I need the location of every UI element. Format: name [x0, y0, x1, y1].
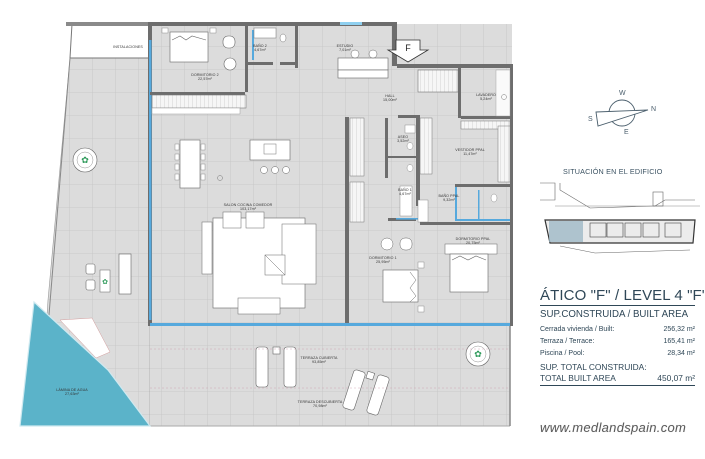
compass-icon: W N S E [588, 90, 656, 136]
area-label: Terraza / Terrace: [540, 338, 595, 345]
building-location-diagram [540, 182, 700, 254]
south-terrace [150, 326, 510, 426]
total-label-es: SUP. TOTAL CONSTRUIDA: [540, 362, 647, 372]
situacion-title: SITUACIÓN EN EL EDIFICIO [563, 167, 663, 176]
area-label: Cerrada vivienda / Built: [540, 326, 615, 333]
area-row-pool: Piscina / Pool: 28,34 m² [540, 350, 695, 357]
instalaciones-zone [69, 23, 151, 59]
svg-text:S: S [588, 116, 593, 123]
area-label: Piscina / Pool: [540, 350, 585, 357]
area-row-terrace: Terraza / Terrace: 165,41 m² [540, 338, 695, 345]
svg-text:✿: ✿ [474, 349, 482, 359]
watermark: www.medlandspain.com [540, 420, 687, 435]
info-panel: W N S E SITUACIÓN EN EL EDIFICIO ÁTICO "… [530, 0, 705, 454]
unit-title: ÁTICO "F" / LEVEL 4 "F" [540, 287, 705, 304]
svg-text:N: N [651, 106, 656, 113]
svg-text:E: E [624, 129, 629, 136]
area-row-built: Cerrada vivienda / Built: 256,32 m² [540, 326, 695, 333]
area-value: 256,32 m² [663, 326, 695, 333]
room-label-instalaciones: INSTALACIONES [113, 45, 143, 49]
area-value: 28,34 m² [667, 350, 695, 357]
round-table-west: ✿ [72, 147, 98, 173]
area-value: 165,41 m² [663, 338, 695, 345]
floor-plan-drawing: F [19, 22, 513, 427]
total-divider [540, 385, 695, 387]
title-divider [540, 305, 695, 307]
floor-plan: F [19, 22, 513, 427]
round-table-south: ✿ [465, 341, 491, 367]
total-value: 450,07 m² [657, 373, 695, 383]
svg-text:W: W [619, 90, 626, 97]
svg-text:F: F [405, 43, 411, 53]
total-label-en: TOTAL BUILT AREA [540, 373, 616, 383]
entrance-marker [386, 39, 430, 63]
pool [19, 300, 152, 427]
svg-text:✿: ✿ [81, 155, 89, 165]
built-area-subtitle: SUP.CONSTRUIDA / BUILT AREA [540, 309, 689, 320]
svg-text:✿: ✿ [102, 279, 108, 286]
total-area-row: TOTAL BUILT AREA 450,07 m² [540, 373, 695, 383]
